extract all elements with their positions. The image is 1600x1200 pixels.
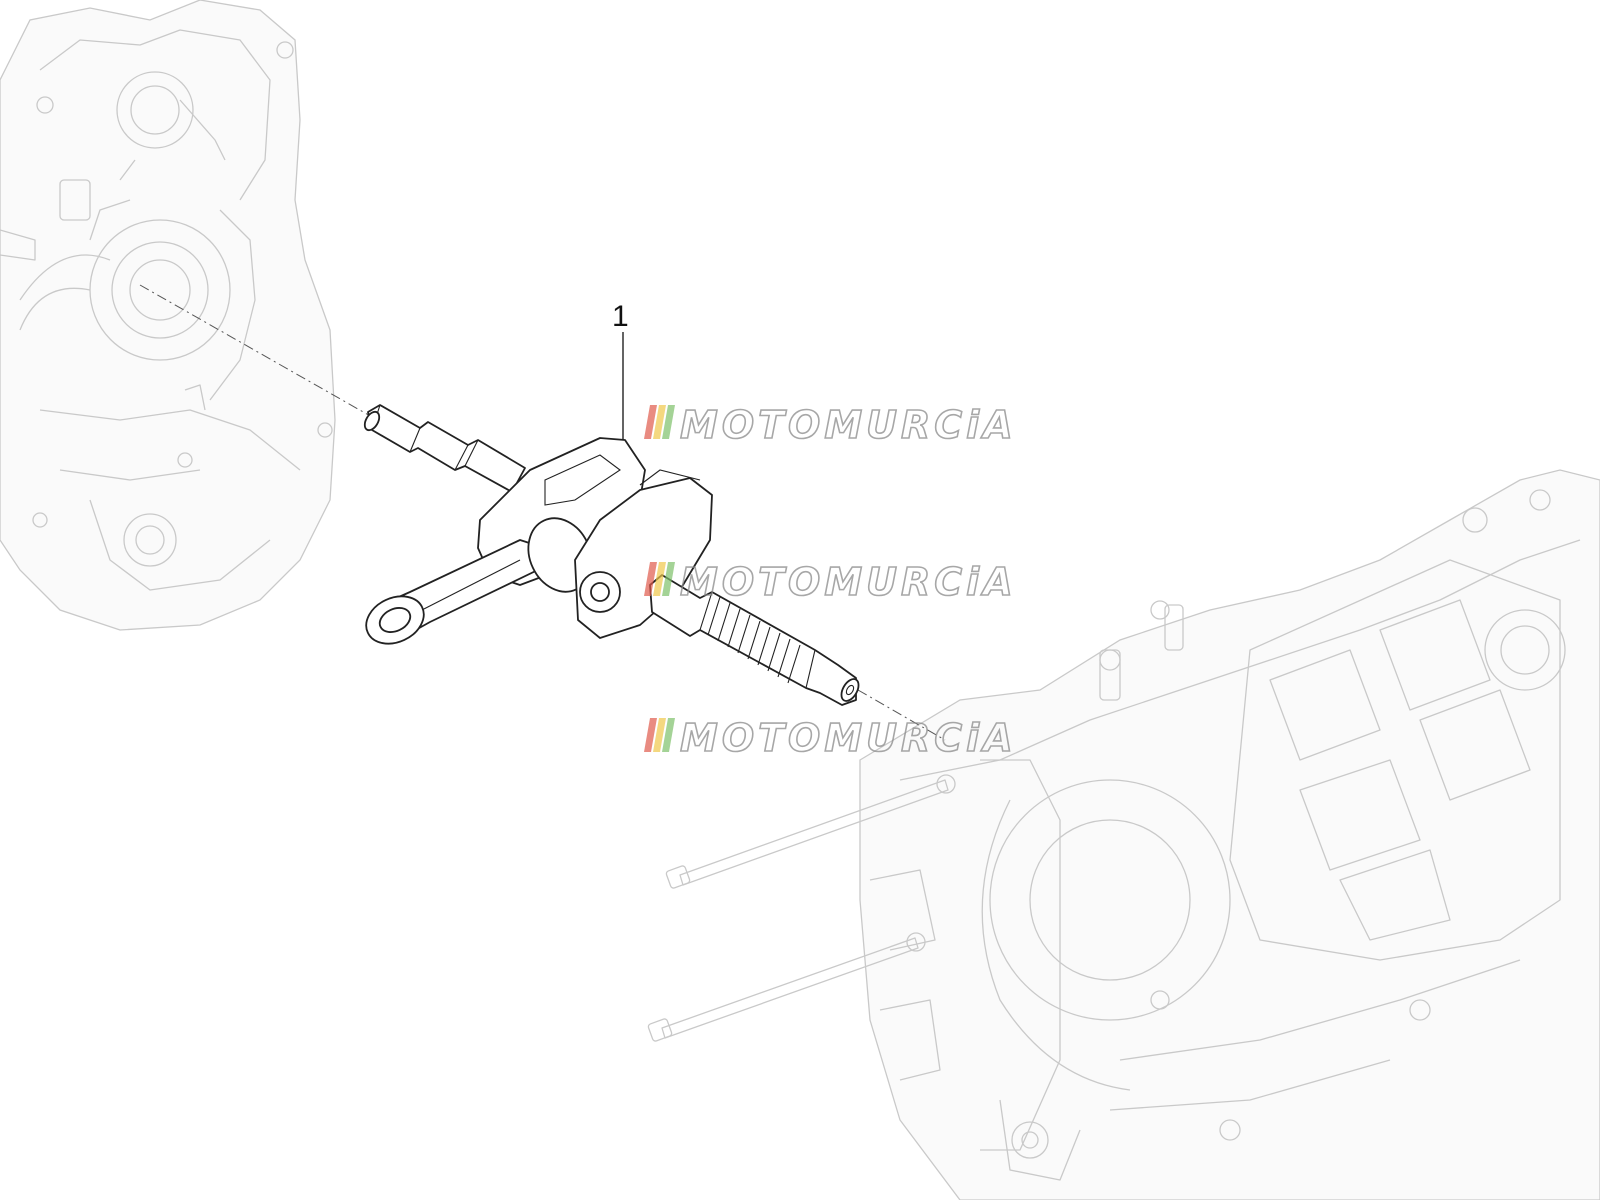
watermark-stripe-green: [662, 562, 675, 596]
assembly-axis-left: [139, 284, 373, 418]
watermark-stripe-yellow: [653, 718, 666, 752]
watermark-text: MOTOMURCiA: [680, 560, 1017, 604]
watermark-2: MOTOMURCiA: [644, 559, 1017, 605]
watermark-stripe-red: [644, 562, 657, 596]
watermark-stripe-green: [662, 718, 675, 752]
watermark-text: MOTOMURCiA: [680, 403, 1017, 447]
assembly-axis-right: [857, 689, 946, 741]
watermark-stripe-red: [644, 405, 657, 439]
callout-1: 1: [612, 300, 629, 440]
watermark-stripe-red: [644, 718, 657, 752]
watermark-text: MOTOMURCiA: [680, 716, 1017, 760]
callout-1-label: 1: [612, 300, 629, 333]
watermark-stripe-yellow: [653, 562, 666, 596]
watermark-3: MOTOMURCiA: [644, 715, 1017, 761]
watermark-1: MOTOMURCiA: [644, 402, 1017, 448]
watermark-stripe-green: [662, 405, 675, 439]
crankshaft: [363, 404, 860, 706]
left-crankcase-half: [0, 0, 336, 631]
right-crankcase-half: [647, 469, 1600, 1200]
watermark-stripe-yellow: [653, 405, 666, 439]
